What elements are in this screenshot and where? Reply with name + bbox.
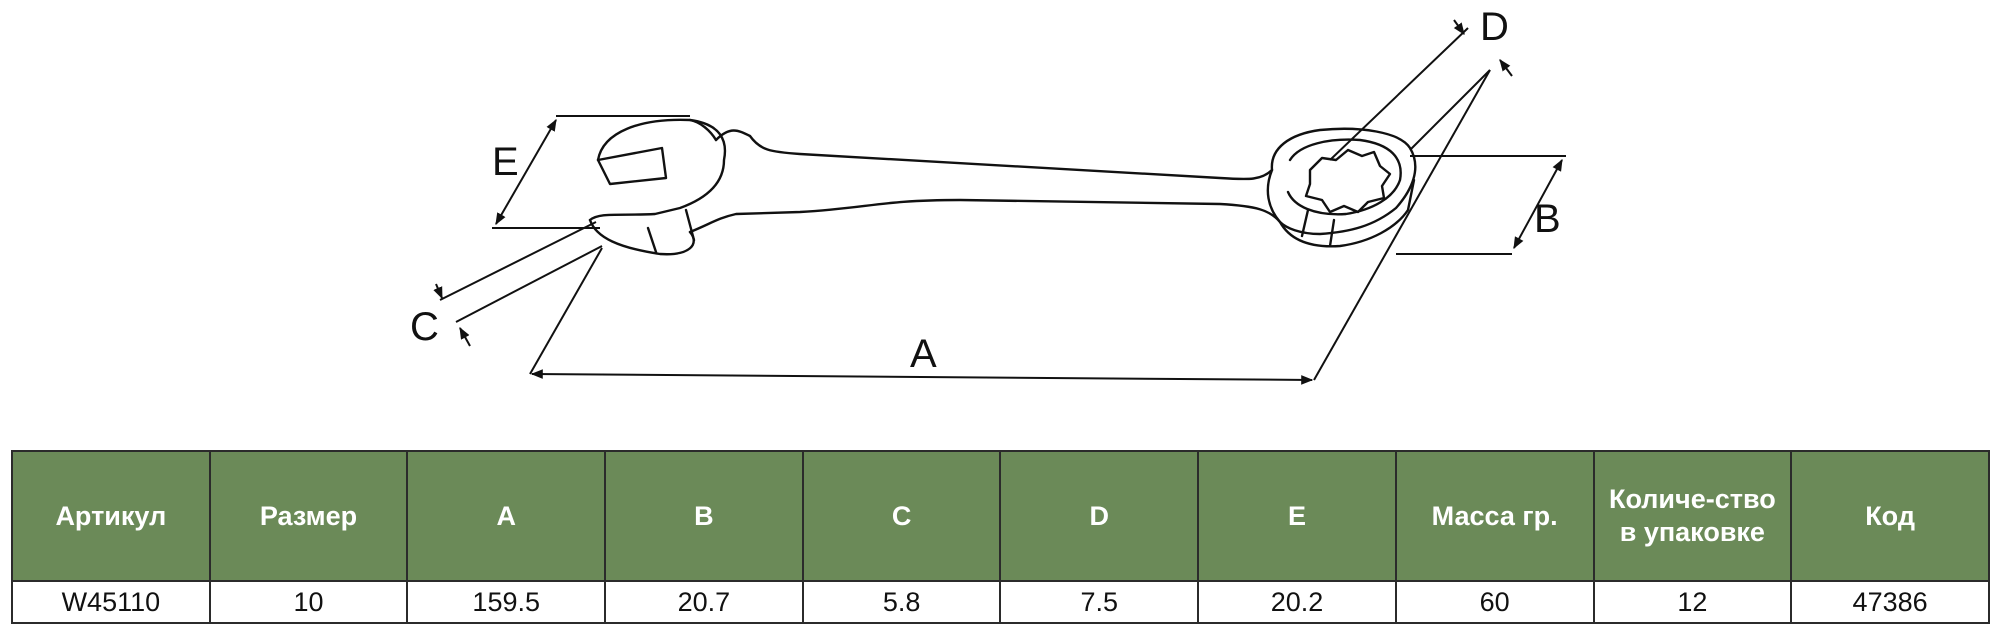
table-row: W45110 10 159.5 20.7 5.8 7.5 20.2 60 12 … (11, 580, 1990, 624)
header-mass: Масса гр. (1394, 450, 1595, 582)
wrench-dimension-drawing: A B C D E (410, 5, 1566, 385)
label-e: E (492, 140, 519, 184)
cell-article: W45110 (11, 580, 211, 624)
cell-e: 20.2 (1197, 580, 1397, 624)
label-a: A (910, 332, 937, 376)
cell-mass: 60 (1394, 580, 1595, 624)
header-a: A (406, 450, 607, 582)
cell-a: 159.5 (406, 580, 607, 624)
header-row: Артикул Размер A B C D E Масса гр. Колич… (11, 450, 1990, 582)
wrench-outline (588, 118, 1417, 256)
header-e: E (1197, 450, 1397, 582)
cell-c: 5.8 (801, 580, 1002, 624)
label-d: D (1480, 5, 1509, 49)
dimension-lines (433, 19, 1566, 385)
header-size: Размер (208, 450, 409, 582)
label-c: C (410, 305, 439, 349)
header-b: B (604, 450, 804, 582)
spec-table: Артикул Размер A B C D E Масса гр. Колич… (11, 450, 1990, 624)
cell-size: 10 (208, 580, 409, 624)
header-c: C (801, 450, 1002, 582)
header-code: Код (1790, 450, 1990, 582)
cell-d: 7.5 (999, 580, 1200, 624)
cell-code: 47386 (1790, 580, 1990, 624)
header-quantity: Количе-ство в упаковке (1592, 450, 1793, 582)
header-d: D (999, 450, 1200, 582)
cell-quantity: 12 (1592, 580, 1793, 624)
cell-b: 20.7 (604, 580, 804, 624)
label-b: B (1534, 197, 1561, 241)
dimension-labels: A B C D E (410, 5, 1561, 376)
header-article: Артикул (11, 450, 211, 582)
